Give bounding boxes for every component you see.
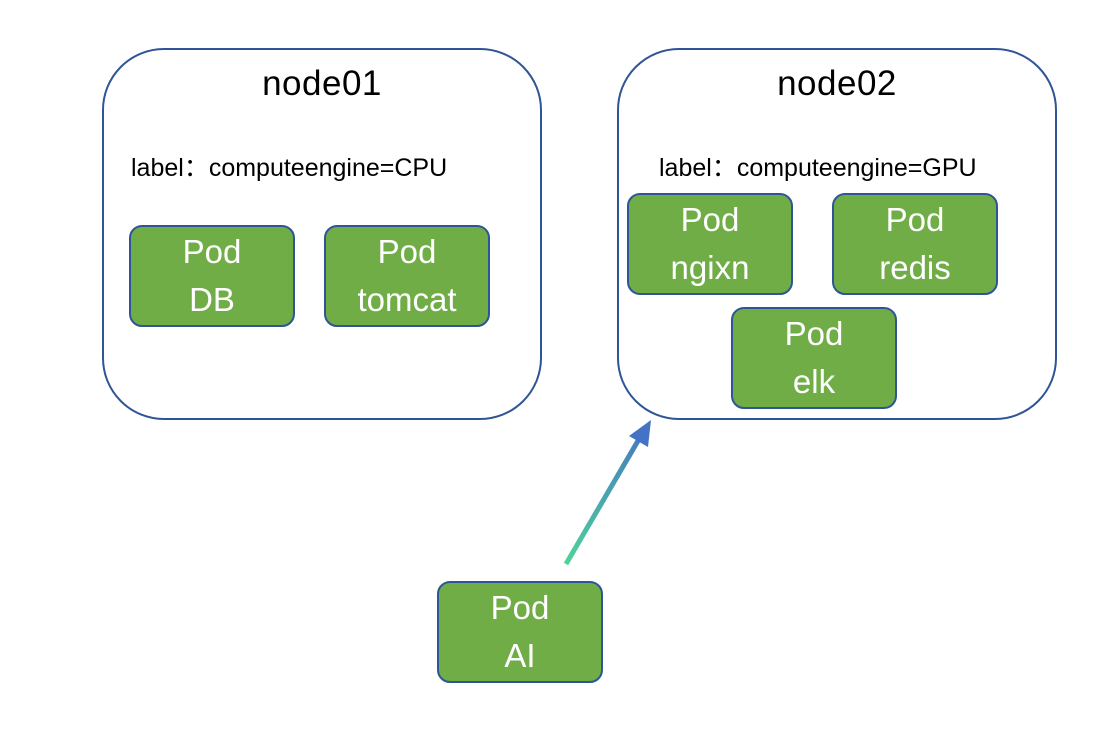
- pod-ai: Pod AI: [437, 581, 603, 683]
- pod-tomcat-kind: Pod: [377, 233, 437, 270]
- pod-db-kind: Pod: [182, 233, 242, 270]
- pod-db-name: DB: [189, 281, 235, 318]
- pod-nginx-name: ngixn: [670, 249, 750, 286]
- pod-redis-kind: Pod: [885, 201, 945, 238]
- pod-tomcat-name: tomcat: [357, 281, 457, 318]
- pod-ai-name: AI: [504, 637, 536, 674]
- node01-title: node01: [262, 64, 382, 103]
- pod-redis: Pod redis: [832, 193, 998, 295]
- arrow-shaft: [563, 432, 645, 566]
- pod-nginx: Pod ngixn: [627, 193, 793, 295]
- pod-elk: Pod elk: [731, 307, 897, 409]
- node02-title: node02: [777, 64, 897, 103]
- pod-tomcat: Pod tomcat: [324, 225, 490, 327]
- pod-elk-name: elk: [792, 363, 836, 400]
- pod-redis-name: redis: [879, 249, 951, 286]
- arrow-head-icon: [629, 420, 651, 447]
- pod-elk-kind: Pod: [784, 315, 844, 352]
- node02-label: label：computeengine=GPU: [659, 154, 977, 182]
- pod-db: Pod DB: [129, 225, 295, 327]
- pod-ai-kind: Pod: [490, 589, 550, 626]
- node01-label: label：computeengine=CPU: [131, 154, 448, 182]
- pod-nginx-kind: Pod: [680, 201, 740, 238]
